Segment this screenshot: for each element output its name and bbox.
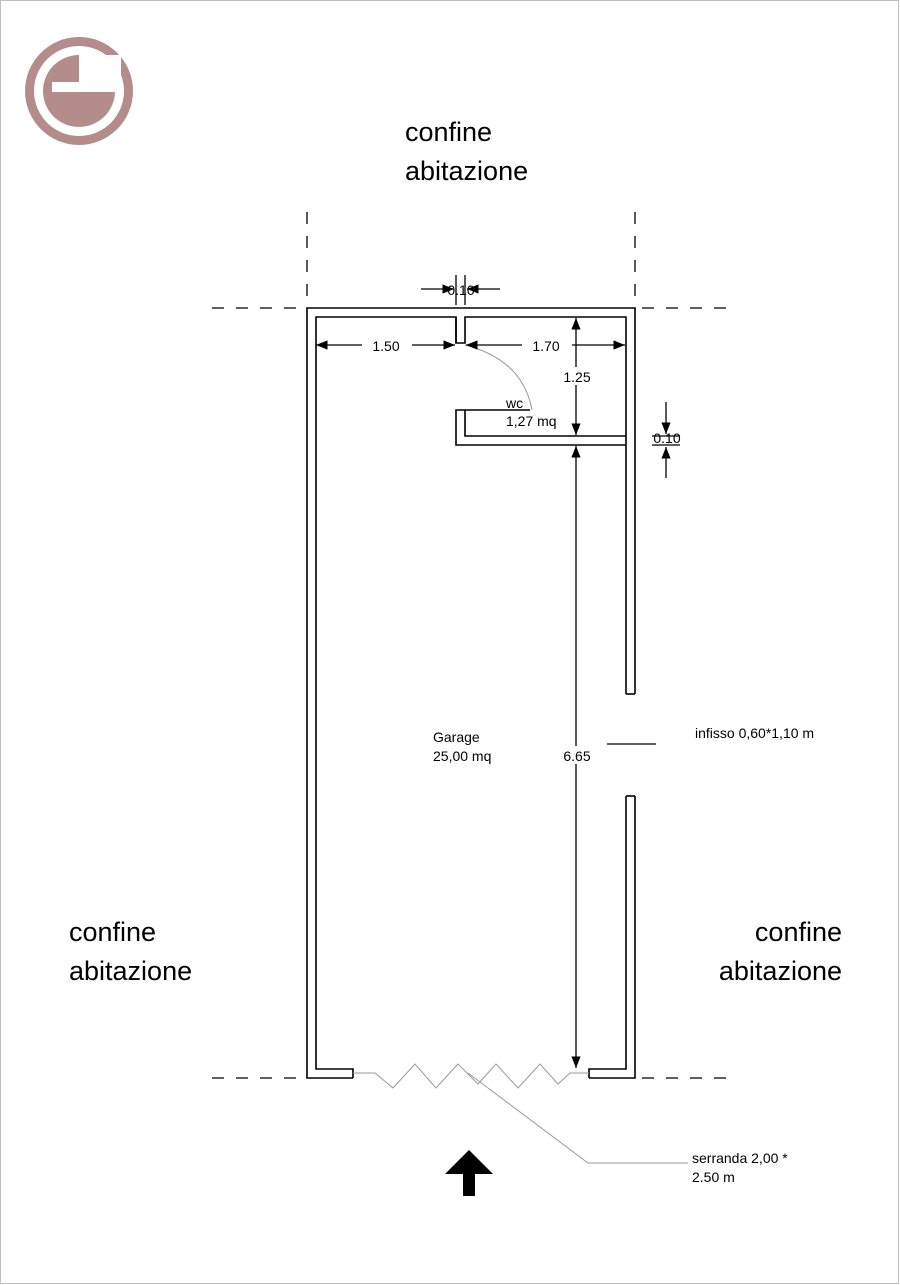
boundary-lines xyxy=(212,212,732,1079)
shutter-annotation-line1: serranda 2,00 * xyxy=(692,1150,788,1166)
right-boundary-label-line2: abitazione xyxy=(719,956,842,986)
dim-wall-top: 0.10 xyxy=(447,282,474,298)
left-boundary-label-line1: confine xyxy=(69,917,156,947)
dim-wc-depth: 1.25 xyxy=(563,369,590,385)
entrance-arrow-icon xyxy=(445,1150,493,1196)
top-boundary-label-line1: confine xyxy=(405,117,492,147)
top-boundary-label-line2: abitazione xyxy=(405,156,528,186)
wc-area: 1,27 mq xyxy=(506,413,557,429)
wc-name: wc xyxy=(505,395,523,411)
right-boundary-label-line1: confine xyxy=(755,917,842,947)
dim-wc-right: 1.70 xyxy=(532,338,559,354)
dim-garage-depth: 6.65 xyxy=(563,748,590,764)
dim-wall-right: 0.10 xyxy=(653,430,680,446)
dimension-lines xyxy=(316,275,680,1068)
walls xyxy=(306,307,636,1079)
left-boundary-label-line2: abitazione xyxy=(69,956,192,986)
window-annotation: infisso 0,60*1,10 m xyxy=(695,725,814,741)
garage-name: Garage xyxy=(433,729,480,745)
shutter-annotation-line2: 2.50 m xyxy=(692,1169,735,1185)
shutter-symbol xyxy=(353,1063,688,1164)
dim-wc-left: 1.50 xyxy=(372,338,399,354)
garage-area: 25,00 mq xyxy=(433,748,491,764)
g-logo-icon xyxy=(25,37,133,145)
